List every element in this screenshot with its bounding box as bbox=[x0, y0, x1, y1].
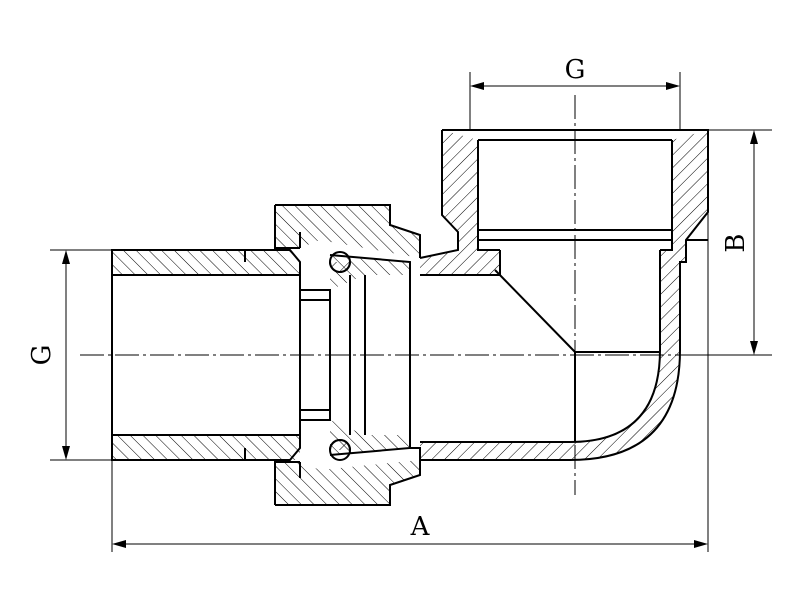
top-thread-label: G bbox=[565, 55, 586, 85]
length-a-label: A bbox=[410, 512, 431, 542]
o-ring-bottom bbox=[329, 439, 351, 461]
dimension-lines bbox=[50, 72, 772, 552]
elbow-wall-hatching bbox=[420, 130, 708, 460]
union-nut-hatching bbox=[275, 205, 420, 505]
left-thread-label: G bbox=[27, 345, 57, 366]
height-b-label: B bbox=[721, 233, 751, 252]
o-ring-top bbox=[329, 251, 351, 273]
center-lines bbox=[80, 95, 760, 495]
